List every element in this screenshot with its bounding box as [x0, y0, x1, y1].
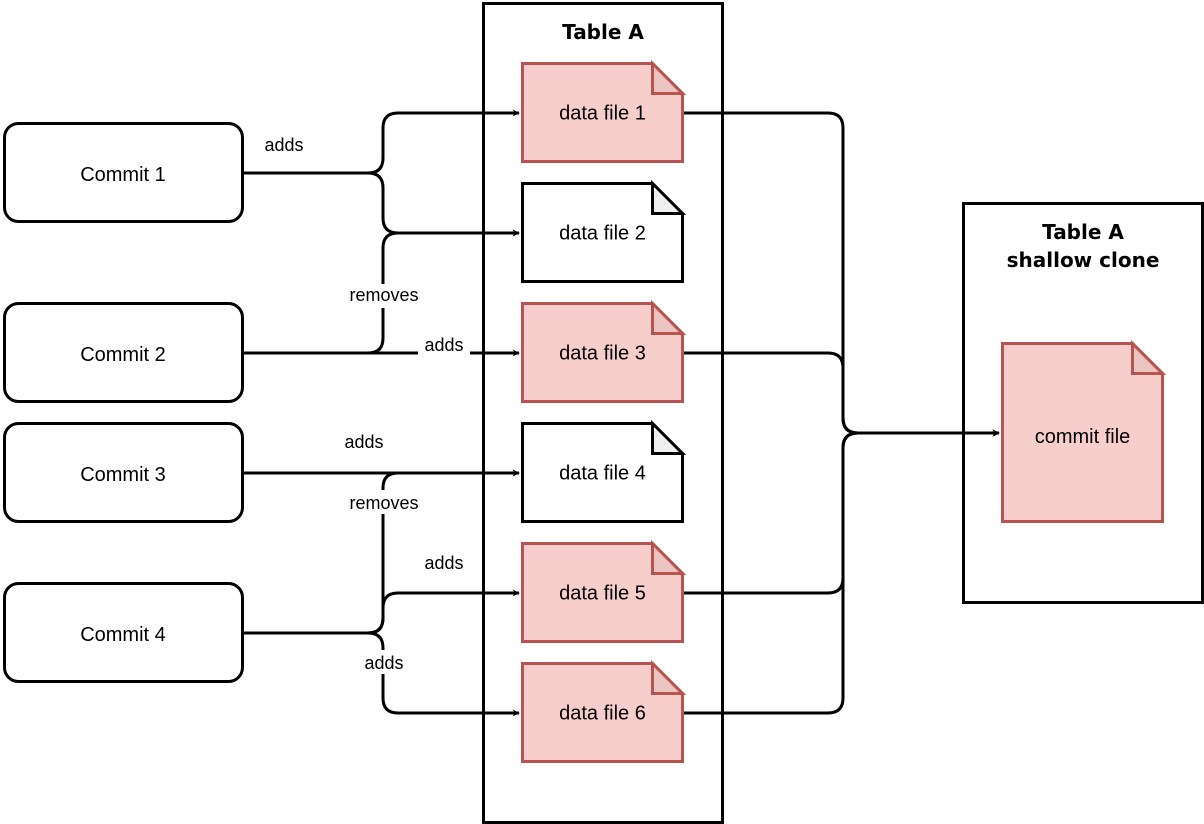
commit-file[interactable]: commit file	[1001, 339, 1167, 523]
commit-node[interactable]: Commit 4	[3, 582, 244, 683]
edge-label-c4-f6: adds	[364, 653, 403, 673]
data-file-2[interactable]: data file 2	[521, 179, 687, 283]
file-fold-corner	[651, 59, 687, 95]
file-fold-corner	[651, 179, 687, 215]
file-fold-corner	[651, 539, 687, 575]
data-files: data file 1 data file 2 data file 3 data fi…	[521, 59, 687, 763]
file-label: data file 4	[559, 463, 646, 485]
edge-f5-commit-file[interactable]	[683, 429, 1000, 595]
edge-label-c3-f4: adds	[344, 432, 383, 452]
edge-f3-commit-file[interactable]	[683, 351, 1000, 437]
edge-label-c2-f2: removes	[349, 285, 418, 305]
commit-node[interactable]: Commit 2	[3, 302, 244, 403]
edge-c1-f2[interactable]	[243, 171, 520, 237]
edge-labels: adds removes adds adds removes adds adds	[264, 135, 470, 674]
edge-c1-f1[interactable]	[243, 109, 520, 175]
edge-f6-commit-file[interactable]	[683, 429, 1000, 715]
commit-label: Commit 1	[80, 164, 166, 186]
commit-node[interactable]: Commit 3	[3, 422, 244, 523]
clone-title-line1: Table A	[1042, 220, 1124, 244]
file-label: data file 1	[559, 103, 646, 125]
data-file-1[interactable]: data file 1	[521, 59, 687, 163]
file-body	[521, 182, 684, 283]
commit-file-group: commit file	[1001, 339, 1167, 523]
file-body	[1001, 342, 1164, 523]
file-body	[521, 62, 684, 163]
data-file-4[interactable]: data file 4	[521, 419, 687, 523]
file-label: commit file	[1035, 426, 1131, 448]
file-label: data file 3	[559, 343, 646, 365]
file-body	[521, 662, 684, 763]
file-fold-corner	[651, 659, 687, 695]
file-label: data file 6	[559, 703, 646, 725]
commit-label: Commit 4	[80, 624, 166, 646]
data-file-3[interactable]: data file 3	[521, 299, 687, 403]
commit-label: Commit 3	[80, 464, 166, 486]
edge-label-c1-f1: adds	[264, 135, 303, 155]
data-file-5[interactable]: data file 5	[521, 539, 687, 643]
file-fold-corner	[651, 299, 687, 335]
edge-c4-f5[interactable]	[243, 589, 520, 635]
file-label: data file 5	[559, 583, 646, 605]
table-a-title: Table A	[562, 20, 644, 44]
commit-label: Commit 2	[80, 344, 166, 366]
edge-label-c2-f3: adds	[424, 335, 463, 355]
edge-f1-commit-file[interactable]	[683, 111, 1000, 437]
clone-title-line2: shallow clone	[1007, 248, 1160, 272]
file-body	[521, 422, 684, 523]
file-fold-corner	[651, 419, 687, 455]
file-fold-corner	[1131, 339, 1167, 375]
file-body	[521, 542, 684, 643]
edge-label-c4-f5: adds	[424, 553, 463, 573]
commit-node[interactable]: Commit 1	[3, 122, 244, 223]
file-body	[521, 302, 684, 403]
file-label: data file 2	[559, 223, 646, 245]
edge-label-c4-f4: removes	[349, 493, 418, 513]
data-file-6[interactable]: data file 6	[521, 659, 687, 763]
